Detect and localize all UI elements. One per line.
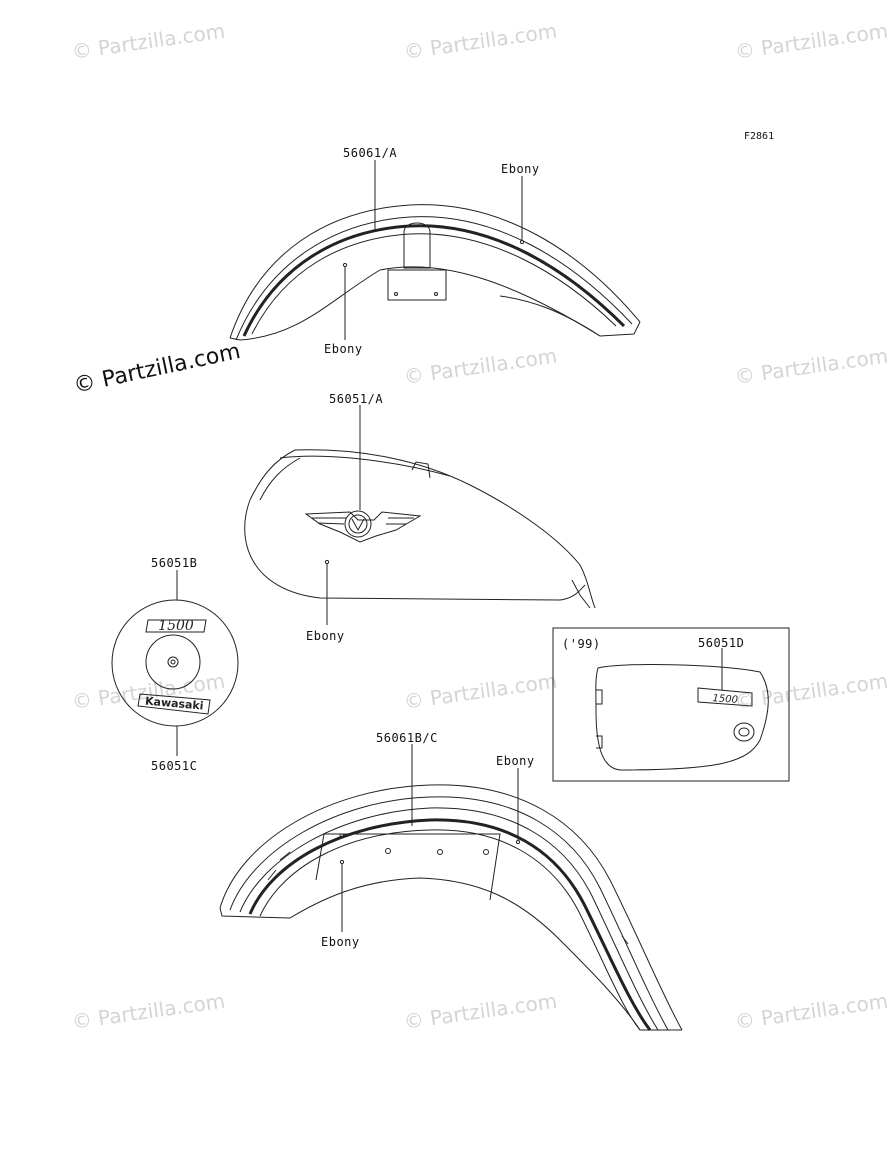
round-emblem xyxy=(111,599,239,727)
label-fuel-tank-part: 56051/A xyxy=(329,392,384,406)
fuel-tank xyxy=(244,449,596,609)
label-rear-fender-part: 56061B/C xyxy=(376,731,438,745)
side-cover-box xyxy=(552,627,790,782)
label-rear-fender-color-inner: Ebony xyxy=(321,935,360,949)
label-front-fender-color-inner: Ebony xyxy=(324,342,363,356)
label-emblem-kawasaki-part: 56051C xyxy=(151,759,198,773)
side-cover xyxy=(595,664,769,771)
label-side-cover-year: ('99) xyxy=(562,637,601,651)
label-front-fender-color-top: Ebony xyxy=(501,162,540,176)
label-front-fender-part: 56061/A xyxy=(343,146,398,160)
label-rear-fender-color-top: Ebony xyxy=(496,754,535,768)
emblem-top-text: 1500 xyxy=(158,618,194,634)
front-fender xyxy=(229,204,641,341)
rear-fender xyxy=(219,784,683,1031)
label-side-cover-part: 56051D xyxy=(698,636,745,650)
label-fuel-tank-color: Ebony xyxy=(306,629,345,643)
side-cover-badge-text: 1500 xyxy=(712,693,738,706)
label-emblem-1500-part: 56051B xyxy=(151,556,198,570)
figure-code: F2861 xyxy=(744,131,775,142)
emblem-bottom-text: Kawasaki xyxy=(145,694,205,712)
